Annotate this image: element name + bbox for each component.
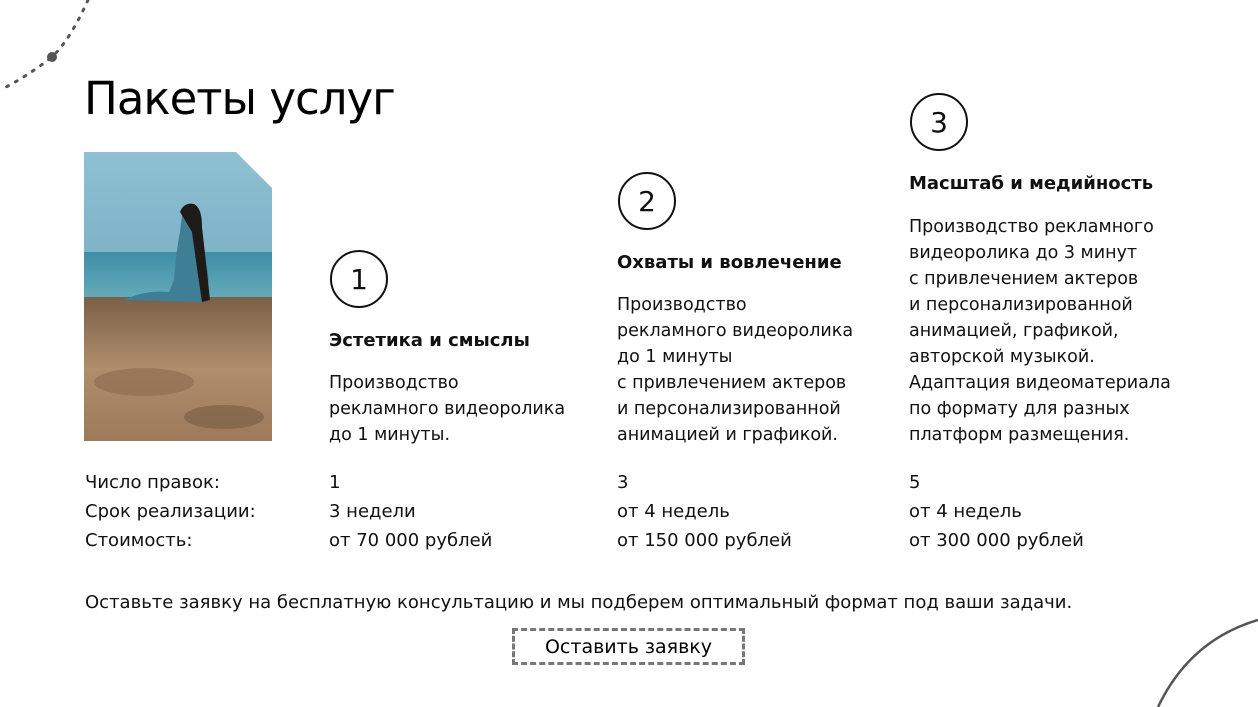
package-3-details: 5 от 4 недель от 300 000 рублей [909,468,1084,555]
package-1-description: Производство рекламного видеоролика до 1… [329,373,566,445]
package-3-description: Производство рекламного видеоролика до 3… [909,217,1171,445]
package-1-details: 1 3 недели от 70 000 рублей [329,468,492,555]
package-3-number-badge: 3 [910,93,968,151]
package-2-number-badge: 2 [618,172,676,230]
package-1-number-badge: 1 [330,250,388,308]
price-label: Стоимость: [85,530,193,551]
package-2-price: от 150 000 рублей [617,530,792,551]
decorative-arc [1156,618,1258,707]
submit-request-button[interactable]: Оставить заявку [512,628,745,665]
package-1-heading: Эстетика и смыслы [329,330,530,351]
revisions-label: Число правок: [85,472,220,493]
woman-meditating-on-beach-photo [84,152,272,441]
package-2-description: Производство рекламного видеоролика до 1… [617,295,854,445]
package-1-revisions: 1 [329,472,341,493]
decorative-dotted-arc [0,0,90,92]
package-2-heading: Охваты и вовлечение [617,252,842,273]
package-3-price: от 300 000 рублей [909,530,1084,551]
package-1-price: от 70 000 рублей [329,530,493,551]
row-labels: Число правок: Срок реализации: Стоимость… [85,468,256,555]
package-2-revisions: 3 [617,472,629,493]
page-title: Пакеты услуг [84,72,396,125]
package-3-revisions: 5 [909,472,921,493]
package-2-duration: от 4 недель [617,501,730,522]
package-3-heading: Масштаб и медийность [909,173,1154,194]
consultation-text: Оставьте заявку на бесплатную консультац… [85,592,1073,613]
duration-label: Срок реализации: [85,501,256,522]
package-2-details: 3 от 4 недель от 150 000 рублей [617,468,792,555]
package-3-duration: от 4 недель [909,501,1022,522]
package-1-duration: 3 недели [329,501,416,522]
